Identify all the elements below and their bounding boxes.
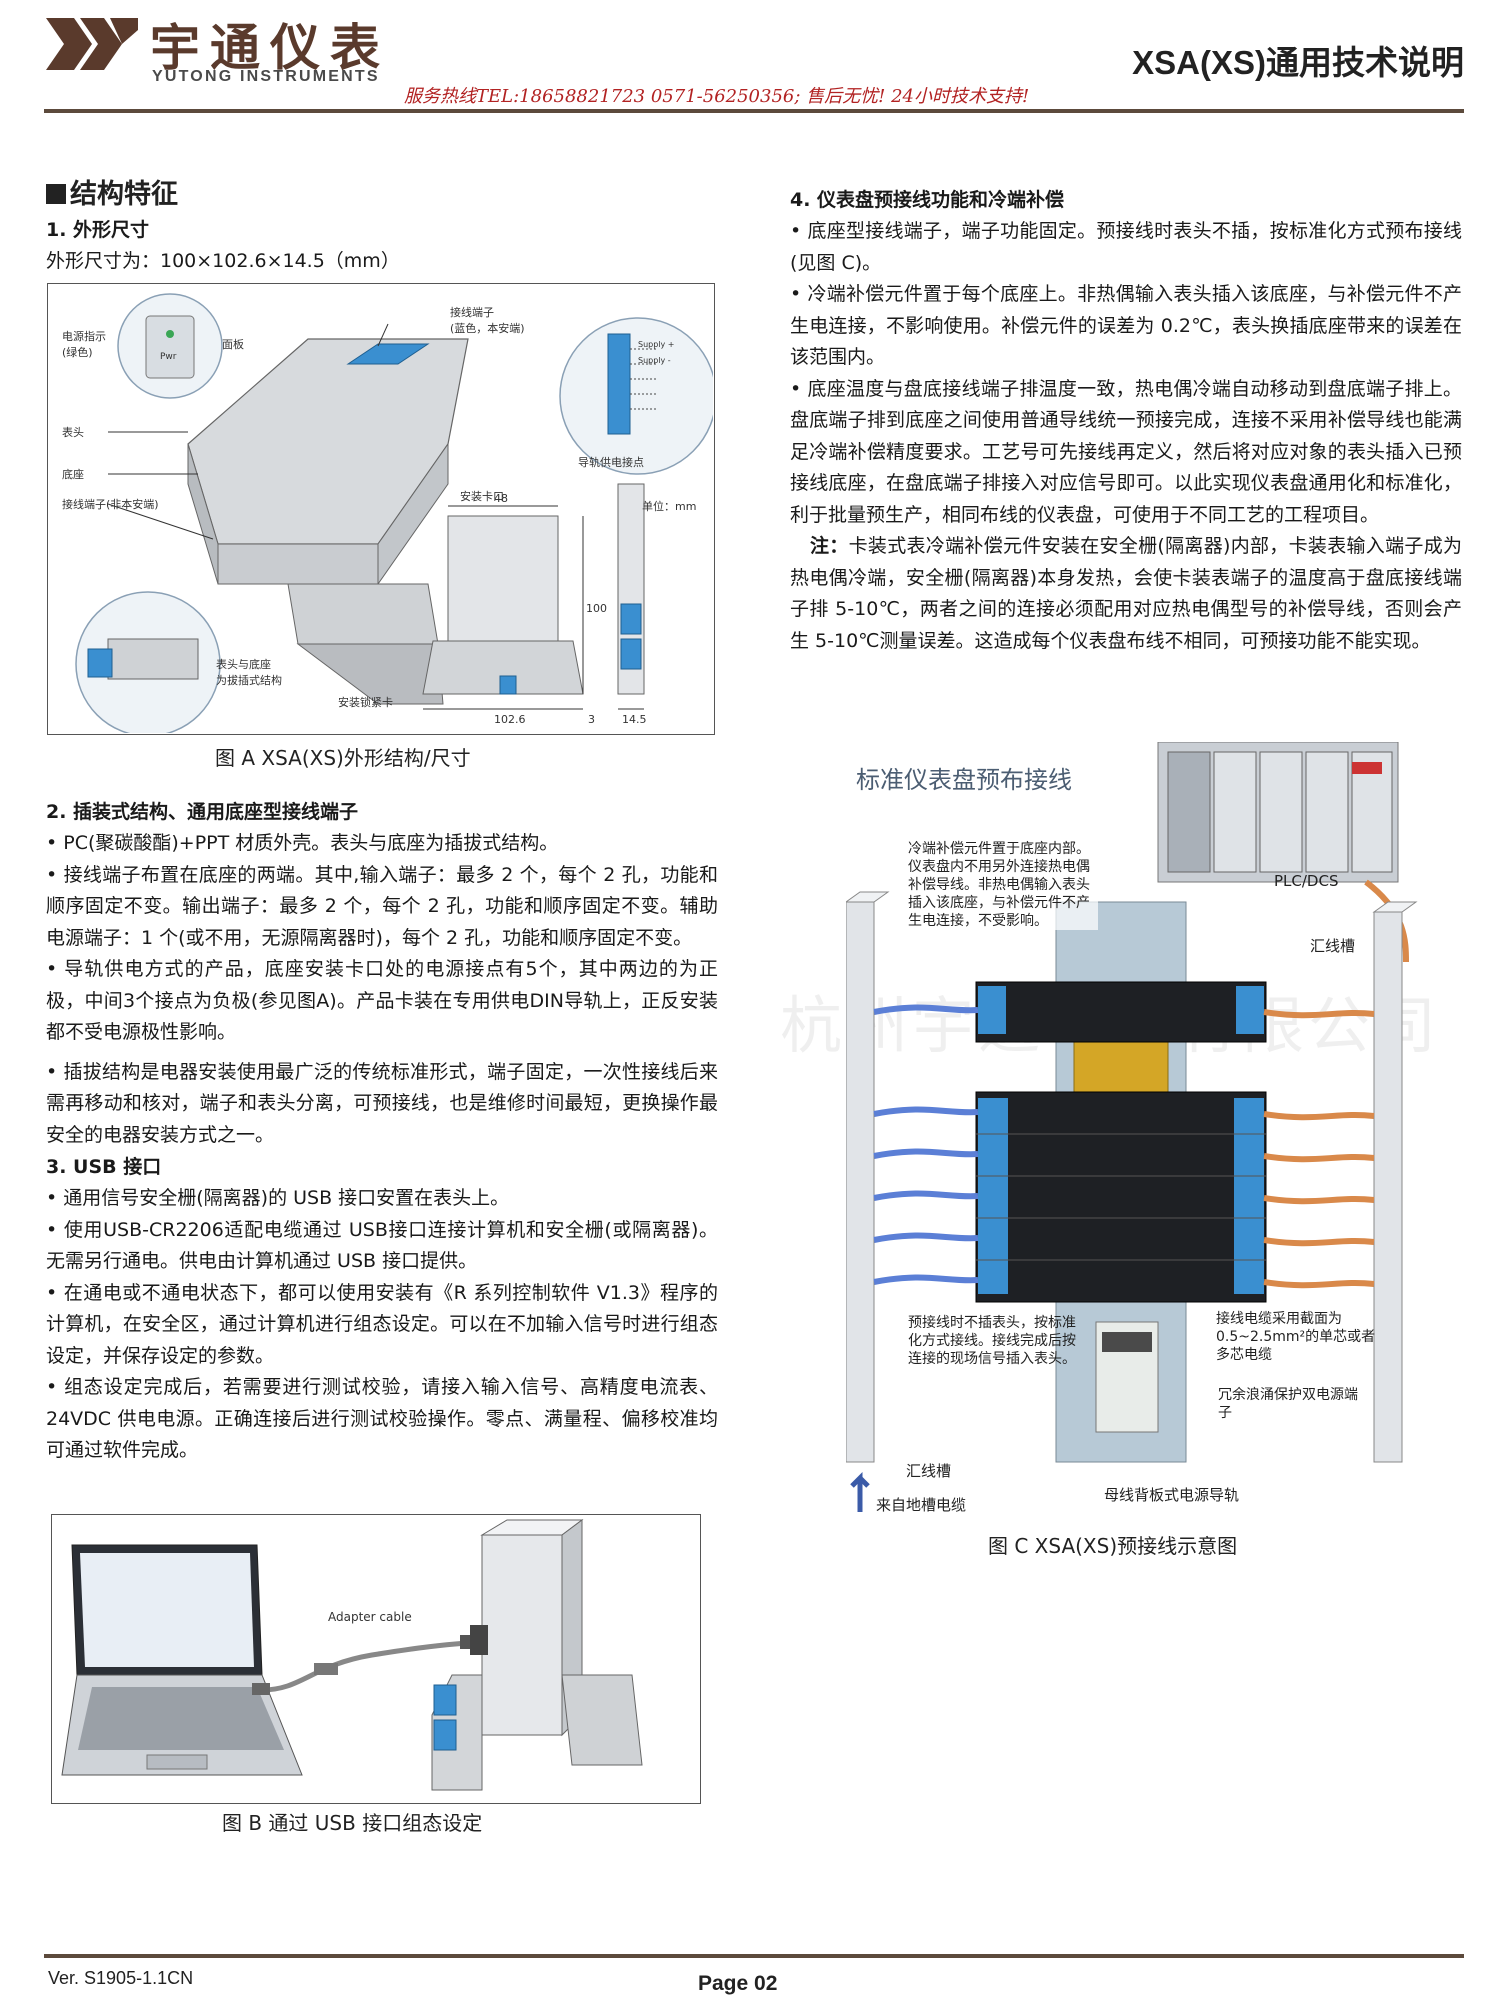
prewiring-note: 注：卡装式表冷端补偿元件安装在安全栅(隔离器)内部，卡装表输入端子成为热电偶冷端… xyxy=(790,531,1462,657)
label-unit: 单位：mm xyxy=(642,500,697,513)
left-column: 结构特征 1. 外形尺寸 外形尺寸为：100×102.6×14.5（mm） xyxy=(46,176,718,278)
company-name-en: YUTONG INSTRUMENTS xyxy=(152,68,380,85)
note-label: 注： xyxy=(810,535,849,557)
figure-c: 标准仪表盘预布接线 PLC/DCS 冷端补偿元件置于底座内部。仪表盘内不用另外连… xyxy=(844,741,1446,1542)
figure-b: Adapter cable xyxy=(51,1514,701,1804)
footer-divider xyxy=(44,1954,1464,1958)
subsection-title-usb: 3. USB 接口 xyxy=(46,1156,162,1178)
version-label: Ver. S1905-1.1CN xyxy=(48,1968,194,1988)
plugin-para-2: • 接线端子布置在底座的两端。其中,输入端子：最多 2 个，每个 2 孔，功能和… xyxy=(46,863,718,949)
square-bullet-icon xyxy=(46,184,66,204)
label-supply-plus: Supply + xyxy=(638,340,675,349)
label-dim-100: 100 xyxy=(586,602,607,615)
figure-a-caption: 图 A XSA(XS)外形结构/尺寸 xyxy=(215,746,471,770)
label-panel: 面板 xyxy=(222,338,244,351)
label-dim-14-5: 14.5 xyxy=(622,713,647,726)
dimensions-text: 外形尺寸为：100×102.6×14.5（mm） xyxy=(46,250,400,272)
usb-configuration-drawing xyxy=(61,1519,643,1791)
callout-surge-terminal: 冗余浪涌保护双电源端子 xyxy=(1218,1387,1358,1421)
label-supply-minus: Supply - xyxy=(638,356,671,365)
adapter-cable-label: Adapter cable xyxy=(328,1610,412,1624)
label-lock: 安装锁紧卡 xyxy=(338,696,393,709)
note-text: 卡装式表冷端补偿元件安装在安全栅(隔离器)内部，卡装表输入端子成为热电偶冷端，安… xyxy=(790,535,1462,652)
plugin-para-3: • 导轨供电方式的产品，底座安装卡口处的电源接点有5个，其中两边的为正极，中间3… xyxy=(46,958,718,1043)
document-title: XSA(XS)通用技术说明 xyxy=(1132,44,1464,81)
subsection-title-prewiring: 4. 仪表盘预接线功能和冷端补偿 xyxy=(790,189,1065,211)
plugin-para-1: • PC(聚碳酸酯)+PPT 材质外壳。表头与底座为插拔式结构。 xyxy=(46,832,559,854)
label-terminal-top: 接线端子 (蓝色，本安端) xyxy=(450,306,525,335)
label-dim-3: 3 xyxy=(588,713,595,726)
label-power-rail: 母线背板式电源导轨 xyxy=(1104,1486,1240,1504)
usb-para-2: • 使用USB-CR2206适配电缆通过 USB接口连接计算机和安全栅(或隔离器… xyxy=(46,1218,718,1273)
usb-para-1: • 通用信号安全栅(隔离器)的 USB 接口安置在表头上。 xyxy=(46,1187,510,1209)
section-title-text: 结构特征 xyxy=(70,179,178,210)
plugin-para-4: • 插拔结构是电器安装使用最广泛的传统标准形式，端子固定，一次性接线后来需再移动… xyxy=(46,1060,718,1146)
subsection-title-dimensions: 1. 外形尺寸 xyxy=(46,219,150,241)
company-name-cn: 宇通仪表 xyxy=(150,19,390,77)
service-hotline: 服务热线TEL:18658821723 0571-56250356; 售后无忧!… xyxy=(404,86,1030,107)
page-number: Page 02 xyxy=(698,1972,778,1995)
usb-para-3: • 在通电或不通电状态下，都可以使用安装有《R 系列控制软件 V1.3》程序的计… xyxy=(46,1281,718,1367)
callout-cable-spec: 接线电缆采用截面为0.5~2.5mm²的单芯或者多芯电缆 xyxy=(1216,1311,1376,1363)
prewiring-para-2: • 冷端补偿元件置于每个底座上。非热偶输入表头插入该底座，与补偿元件不产生电连接… xyxy=(790,283,1462,368)
label-plug-structure: 表头与底座 为拔插式结构 xyxy=(216,658,282,687)
figure-c-title: 标准仪表盘预布接线 xyxy=(856,766,1072,794)
subsection-title-plugin: 2. 插装式结构、通用底座型接线端子 xyxy=(46,801,359,823)
figure-c-caption: 图 C XSA(XS)预接线示意图 xyxy=(988,1534,1238,1558)
section-title: 结构特征 xyxy=(46,176,718,214)
right-column: 4. 仪表盘预接线功能和冷端补偿 • 底座型接线端子，端子功能固定。预接线时表头… xyxy=(790,184,1462,657)
usb-para-4: • 组态设定完成后，若需要进行测试校验，请接入输入信号、高精度电流表、24VDC… xyxy=(46,1376,718,1461)
device-dimension-drawing xyxy=(75,293,717,737)
prewiring-para-1: • 底座型接线端子，端子功能固定。预接线时表头不插，按标准化方式预布接线(见图 … xyxy=(790,220,1462,274)
label-pwr: Pwr xyxy=(160,352,177,362)
label-clip: 安装卡口 xyxy=(460,490,504,503)
callout-cold-junction: 冷端补偿元件置于底座内部。仪表盘内不用另外连接热电偶补偿导线。非热电偶输入表头插… xyxy=(908,840,1098,930)
header-divider xyxy=(44,109,1464,113)
prewiring-para-3: • 底座温度与盘底接线端子排温度一致，热电偶冷端自动移动到盘底端子排上。盘底端子… xyxy=(790,377,1462,526)
label-head: 表头 xyxy=(62,426,84,439)
label-rail-contact: 导轨供电接点 xyxy=(578,456,644,469)
label-dim-102-6: 102.6 xyxy=(494,713,526,726)
figure-a: 电源指示 (绿色) Pwr 面板 接线端子 (蓝色，本安端) Supply + … xyxy=(47,283,717,737)
left-column-section-2-3: 2. 插装式结构、通用底座型接线端子 • PC(聚碳酸酯)+PPT 材质外壳。表… xyxy=(46,796,718,1467)
brand-logo-icon xyxy=(46,18,138,70)
label-base: 底座 xyxy=(62,468,84,481)
label-terminal-nonsafe: 接线端子(非本安端) xyxy=(62,498,159,511)
label-trunk-left: 汇线槽 xyxy=(906,1462,952,1480)
figure-b-caption: 图 B 通过 USB 接口组态设定 xyxy=(222,1811,483,1835)
prewiring-schematic-drawing xyxy=(844,741,1418,1512)
label-ground-cable: 来自地槽电缆 xyxy=(876,1496,967,1514)
label-dim-48: 48 xyxy=(494,492,508,505)
label-power-indicator: 电源指示 (绿色) xyxy=(62,330,106,359)
label-trunk-right: 汇线槽 xyxy=(1310,937,1356,955)
callout-prewire: 预接线时不插表头，按标准化方式接线。接线完成后按连接的现场信号插入表头。 xyxy=(908,1315,1076,1367)
plc-dcs-label: PLC/DCS xyxy=(1274,872,1339,890)
